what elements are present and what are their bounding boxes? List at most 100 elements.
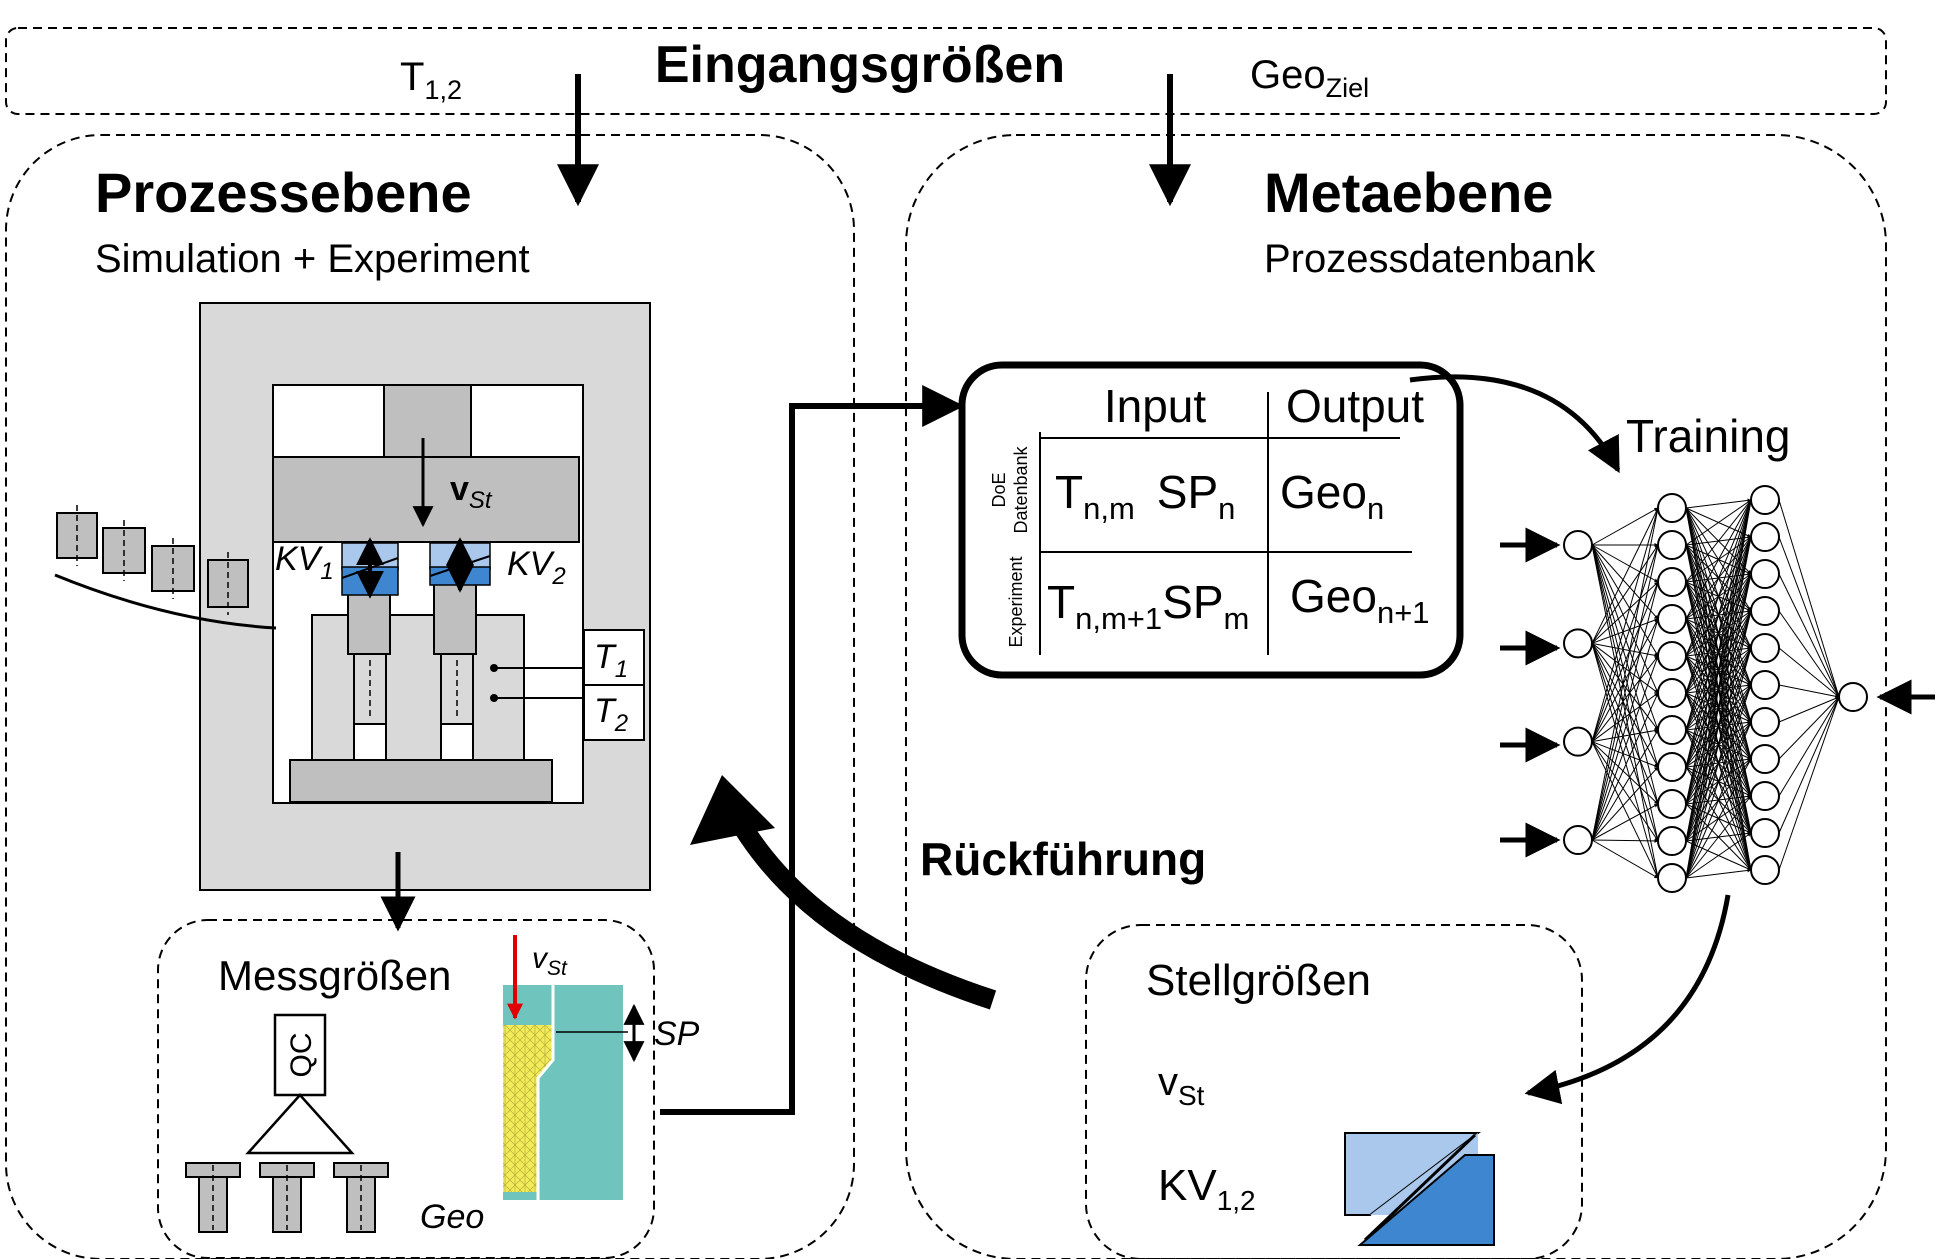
nn-connection xyxy=(1778,647,1840,698)
nn-connection xyxy=(1591,728,1659,743)
control-velocity-label: vSt xyxy=(1158,1060,1205,1111)
nn-connection xyxy=(1591,839,1659,879)
nn-connection xyxy=(1778,696,1840,871)
db-header-output: Output xyxy=(1286,380,1424,432)
press-machine xyxy=(199,302,651,891)
nn-connection xyxy=(1778,610,1840,698)
process-database-table xyxy=(958,361,1464,679)
control-wedge-label: KV1,2 xyxy=(1158,1161,1256,1216)
nn-connection xyxy=(1591,741,1659,879)
input-temperature-label: T1,2 xyxy=(400,55,462,105)
training-label: Training xyxy=(1626,410,1790,462)
nn-connection xyxy=(1778,499,1840,698)
nn-connection xyxy=(1591,544,1659,731)
nn-hidden2-node xyxy=(1750,818,1780,848)
control-variables-box xyxy=(1085,924,1583,1259)
nn-connection xyxy=(1685,647,1752,879)
nn-connection xyxy=(1591,766,1659,841)
nn-hidden2-node xyxy=(1750,596,1780,626)
nn-connection xyxy=(1591,544,1659,742)
nn-hidden1-node xyxy=(1657,715,1687,745)
nn-connection xyxy=(1591,643,1659,879)
nn-connection xyxy=(1591,643,1659,842)
measurements-to-database-line xyxy=(660,385,965,1115)
input-variables-title: Eingangsgrößen xyxy=(655,36,1065,94)
nn-connection xyxy=(1685,795,1752,879)
fe-simulation-image xyxy=(503,985,628,1200)
nn-connection xyxy=(1591,729,1659,841)
db-row2-input: Tn,m+1SPm xyxy=(1047,576,1249,636)
nn-hidden2-node xyxy=(1750,633,1780,663)
nn-connection xyxy=(1778,696,1840,723)
nn-connection xyxy=(1685,721,1752,879)
nn-hidden1-node xyxy=(1657,826,1687,856)
db-row2-label: Experiment xyxy=(1006,556,1026,647)
nn-hidden2-node xyxy=(1750,522,1780,552)
nn-connection xyxy=(1591,618,1659,841)
temperature-2-label: T2 xyxy=(594,692,628,737)
nn-hidden2-node xyxy=(1750,855,1780,885)
nn-connection xyxy=(1591,544,1659,657)
ram-velocity-label: vSt xyxy=(450,470,493,514)
nn-connection xyxy=(1591,642,1659,658)
nn-connection xyxy=(1685,499,1752,620)
nn-connection xyxy=(1591,581,1660,841)
nn-connection xyxy=(1591,643,1659,731)
nn-connection xyxy=(1591,618,1659,742)
nn-to-control-arrow xyxy=(1524,894,1731,1105)
nn-connection xyxy=(1685,573,1753,879)
db-row1-output: Geon xyxy=(1280,466,1384,526)
nn-connection xyxy=(1685,499,1752,546)
nn-connection xyxy=(1685,536,1753,879)
nn-connection xyxy=(1778,696,1840,834)
wedge-2-label: KV2 xyxy=(507,545,566,590)
nn-connection xyxy=(1778,696,1840,760)
measurements-box xyxy=(157,919,655,1259)
feedback-arrow xyxy=(721,800,997,1010)
nn-connection xyxy=(1591,655,1659,742)
nn-connection xyxy=(1685,498,1752,509)
nn-input-node xyxy=(1563,628,1593,659)
nn-connection xyxy=(1685,499,1752,694)
nn-hidden1-node xyxy=(1657,493,1687,523)
nn-connection xyxy=(1685,499,1752,583)
nn-connection xyxy=(1685,868,1752,879)
nn-connection xyxy=(1778,573,1840,698)
nn-connection xyxy=(1591,692,1659,841)
nn-connection xyxy=(1591,507,1660,841)
temperature-1-label: T1 xyxy=(594,638,628,683)
nn-connection xyxy=(1591,643,1659,805)
process-level-title: Prozessebene xyxy=(95,161,472,224)
nn-connection xyxy=(1591,642,1659,694)
nn-hidden2-node xyxy=(1750,559,1780,589)
nn-connection xyxy=(1685,610,1753,879)
db-header-input: Input xyxy=(1104,380,1207,432)
input-variables-box xyxy=(5,27,1887,115)
measurement-velocity-label: vSt xyxy=(532,942,568,980)
nn-connection xyxy=(1778,696,1840,797)
nn-hidden1-node xyxy=(1657,678,1687,708)
nn-hidden1-node xyxy=(1657,752,1687,782)
nn-connection xyxy=(1591,544,1659,694)
nn-connection xyxy=(1685,499,1753,768)
db-row2-output: Geon+1 xyxy=(1290,570,1430,630)
nn-hidden1-node xyxy=(1657,641,1687,671)
nn-hidden2-node xyxy=(1750,670,1780,700)
nn-hidden1-node xyxy=(1657,789,1687,819)
nn-connection xyxy=(1591,544,1659,620)
training-arrow xyxy=(1409,374,1621,474)
wedge-pair-icon xyxy=(1344,1132,1495,1246)
nn-hidden1-node xyxy=(1657,530,1687,560)
nn-connection xyxy=(1591,544,1660,841)
nn-hidden2-node xyxy=(1750,485,1780,515)
nn-connection xyxy=(1591,655,1659,841)
nn-connection xyxy=(1685,499,1753,842)
nn-connection xyxy=(1591,643,1659,768)
nn-connection xyxy=(1591,741,1659,805)
nn-connection xyxy=(1685,758,1752,879)
nn-connection xyxy=(1591,692,1659,743)
nn-input-node xyxy=(1563,825,1593,855)
